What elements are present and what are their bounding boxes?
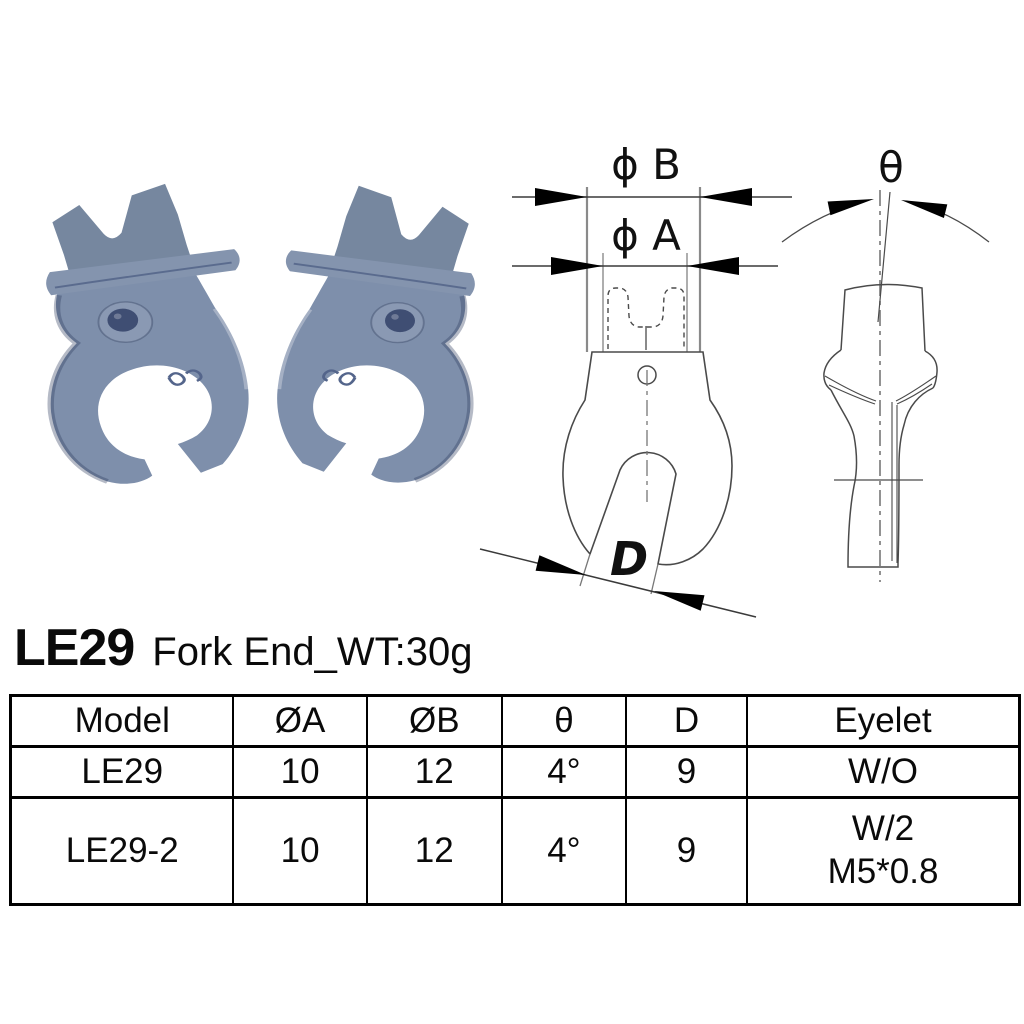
side-slot-lines bbox=[891, 402, 898, 563]
product-title: LE29 Fork End_WT:30g bbox=[14, 618, 472, 678]
col-header-eyelet: Eyelet bbox=[746, 694, 1021, 748]
cell-d: 9 bbox=[624, 745, 749, 799]
arrowhead bbox=[535, 188, 587, 206]
theta-tilt-line bbox=[877, 191, 891, 323]
cell-dia-b: 12 bbox=[365, 745, 503, 799]
part-collar bbox=[285, 250, 475, 296]
cell-d: 9 bbox=[624, 796, 749, 906]
cell-eyelet: W/2 M5*0.8 bbox=[746, 796, 1021, 906]
collar-ridge bbox=[54, 261, 232, 289]
side-body bbox=[830, 387, 934, 568]
arrowhead bbox=[700, 188, 752, 206]
collar-ridge bbox=[293, 262, 467, 290]
cell-model: LE29-2 bbox=[9, 796, 235, 906]
arrowhead bbox=[687, 257, 739, 275]
cell-eyelet: W/O bbox=[746, 745, 1021, 799]
table-row: LE29-2 10 12 4° 9 W/2 M5*0.8 bbox=[9, 796, 1021, 906]
col-header-theta: θ bbox=[500, 694, 627, 748]
arrowhead bbox=[901, 200, 948, 218]
part-prongs bbox=[332, 185, 469, 274]
cell-theta: 4° bbox=[500, 745, 627, 799]
dim-label-d: D bbox=[610, 532, 648, 586]
part-highlight bbox=[212, 307, 250, 390]
col-header-dia-a: ØA bbox=[232, 694, 368, 748]
eyelet-line-1: W/2 bbox=[851, 809, 915, 849]
side-collar-left bbox=[823, 349, 842, 391]
rivet-hole bbox=[107, 308, 139, 332]
front-view: ϕ B ϕ A D bbox=[479, 140, 792, 618]
dim-label-dia-a: ϕ A bbox=[611, 211, 681, 260]
dim-line-d bbox=[479, 548, 757, 618]
part-body bbox=[50, 272, 249, 484]
theta-arc-left bbox=[781, 199, 870, 243]
technical-drawing: ϕ B ϕ A D θ bbox=[479, 140, 990, 618]
collar-saddle-arcs bbox=[824, 375, 937, 405]
cell-dia-a: 10 bbox=[232, 796, 368, 906]
dim-label-dia-b: ϕ B bbox=[611, 140, 681, 189]
part-body bbox=[277, 273, 471, 483]
slot-ext-line bbox=[579, 553, 591, 587]
part-collar bbox=[46, 249, 240, 296]
col-header-model: Model bbox=[9, 694, 235, 748]
part-shading bbox=[413, 295, 474, 483]
table-row: LE29 10 12 4° 9 W/O bbox=[9, 745, 1021, 799]
side-collar-right bbox=[924, 350, 938, 389]
product-description: Fork End_WT:30g bbox=[152, 630, 473, 674]
product-model: LE29 bbox=[14, 619, 135, 677]
cell-theta: 4° bbox=[500, 796, 627, 906]
slot-ext-line bbox=[650, 563, 659, 595]
fork-notch-hidden-line bbox=[607, 287, 685, 349]
brand-stamp bbox=[322, 369, 357, 386]
side-view: θ bbox=[781, 143, 990, 582]
table-header-row: Model ØA ØB θ D Eyelet bbox=[9, 694, 1021, 748]
arrowhead bbox=[827, 199, 874, 216]
arrowhead bbox=[654, 591, 705, 611]
col-header-dia-b: ØB bbox=[365, 694, 503, 748]
side-dome bbox=[840, 283, 926, 352]
col-header-d: D bbox=[624, 694, 749, 748]
product-photos bbox=[46, 183, 475, 484]
dim-label-theta: θ bbox=[878, 143, 904, 192]
brand-stamp bbox=[167, 369, 203, 386]
part-highlight bbox=[276, 308, 313, 390]
rivet-hole bbox=[385, 309, 415, 333]
part-prongs bbox=[52, 183, 192, 273]
rivet-highlight bbox=[113, 313, 122, 320]
arrowhead bbox=[551, 257, 603, 275]
rivet-highlight bbox=[391, 314, 399, 320]
cell-dia-b: 12 bbox=[365, 796, 503, 906]
front-outline bbox=[562, 351, 733, 566]
cell-model: LE29 bbox=[9, 745, 235, 799]
part-photo-left bbox=[46, 183, 250, 484]
part-shading bbox=[47, 294, 109, 484]
part-photo-right bbox=[276, 185, 475, 483]
spec-table: Model ØA ØB θ D Eyelet LE29 10 12 4° 9 W… bbox=[9, 694, 1021, 906]
arrowhead bbox=[535, 555, 586, 575]
eyelet-line-2: M5*0.8 bbox=[827, 852, 939, 891]
cell-dia-a: 10 bbox=[232, 745, 368, 799]
